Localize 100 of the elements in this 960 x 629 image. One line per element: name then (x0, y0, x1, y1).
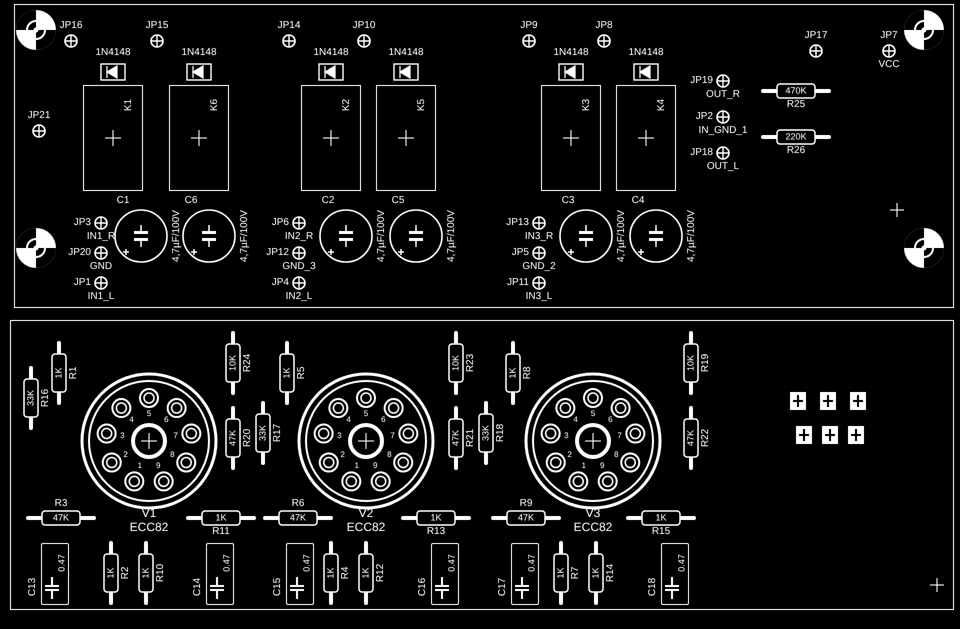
component-label: R20 (243, 428, 253, 448)
pin-number: 3 (120, 432, 125, 440)
value-label: 47K (228, 430, 238, 446)
component-label: R3 (54, 499, 68, 509)
value-label: 47K (53, 514, 69, 522)
pad-label: JP10 (352, 21, 376, 31)
net-label: GND_2 (522, 262, 556, 272)
component-label: R21 (466, 428, 476, 448)
value-label: 0.47 (528, 554, 536, 572)
pin-number: 1 (582, 462, 586, 470)
tube-label: V2 (358, 507, 374, 519)
pin-number: 8 (170, 450, 175, 458)
value-label: 47K (452, 430, 460, 446)
value-label: 4,7µF/100V (240, 210, 250, 262)
net-label: OUT_R (706, 90, 740, 100)
pad-label: JP14 (278, 21, 300, 31)
value-label: 220K (785, 132, 807, 142)
component-label: R4 (341, 566, 351, 580)
pad-label: JP16 (60, 21, 82, 31)
pad-label: JP7 (880, 31, 898, 41)
pin-number: 5 (146, 410, 152, 418)
value-label: 1K (430, 514, 442, 522)
net-label: IN1_R (86, 232, 116, 242)
pad-label: JP15 (146, 21, 168, 31)
pin-number: 5 (364, 410, 368, 418)
component-label: R25 (786, 100, 806, 110)
value-label: 10K (228, 355, 238, 371)
pad-label: JP20 (68, 248, 91, 258)
component-label: R18 (496, 424, 506, 442)
pin-number: 8 (387, 450, 392, 458)
component-label: R14 (606, 564, 616, 582)
diode-label: 1N4148 (313, 48, 349, 58)
component-label: K3 (582, 98, 592, 112)
value-label: 47K (686, 430, 696, 446)
value-label: 470K (785, 86, 807, 96)
pin-number: 5 (590, 410, 596, 418)
pin-number: 2 (123, 450, 128, 458)
net-label: IN_GND_1 (698, 126, 748, 136)
value-label: 1K (54, 368, 64, 378)
component-label: C15 (273, 578, 283, 596)
value-label: 10K (452, 355, 460, 371)
tube-label: ECC82 (574, 521, 612, 533)
component-label: C13 (28, 578, 38, 596)
pad-label: JP1 (74, 278, 91, 288)
value-label: 1K (556, 568, 566, 578)
component-label: R17 (273, 424, 283, 442)
component-label: R8 (523, 366, 533, 380)
circuit-board (10, 320, 954, 610)
pad-label: JP4 (272, 278, 289, 288)
component-label: R10 (156, 564, 166, 582)
value-label: 33K (258, 425, 268, 441)
diode-label: 1N4148 (95, 48, 131, 58)
value-label: 1K (656, 514, 666, 522)
value-label: 47K (518, 514, 534, 522)
component-label: R11 (212, 527, 230, 537)
component-label: C14 (193, 578, 203, 596)
component-label: K1 (124, 98, 134, 112)
component-label: R13 (426, 527, 446, 537)
pad-label: JP3 (74, 218, 91, 228)
component-label: R15 (652, 527, 670, 537)
component-label: R7 (571, 566, 581, 580)
value-label: 1K (508, 368, 518, 378)
value-label: 1K (142, 568, 150, 578)
pin-number: 7 (390, 432, 395, 440)
component-label: R24 (243, 354, 253, 372)
circuit-board (14, 4, 954, 308)
pin-number: 7 (617, 432, 622, 440)
pad-label: JP12 (266, 248, 289, 258)
component-label: C17 (498, 578, 508, 596)
component-label: C6 (184, 196, 198, 206)
value-label: 33K (26, 390, 36, 406)
pin-number: 9 (373, 462, 378, 470)
component-label: R1 (69, 366, 79, 380)
pin-number: 3 (337, 432, 342, 440)
pin-number: 8 (614, 450, 619, 458)
tube-label: ECC82 (346, 521, 386, 533)
pin-number: 1 (138, 462, 142, 470)
value-label: 4,7µF/100V (617, 210, 627, 262)
value-label: 1K (362, 568, 370, 578)
value-label: 47K (290, 514, 306, 522)
net-label: IN3_L (526, 292, 552, 302)
pin-number: 6 (608, 416, 613, 424)
component-label: R5 (297, 366, 307, 380)
pad-label: JP11 (506, 278, 529, 288)
net-label: IN2_R (284, 232, 314, 242)
diode-label: 1N4148 (181, 48, 217, 58)
component-label: R22 (701, 428, 711, 448)
net-label: VCC (878, 60, 900, 70)
component-label: R26 (786, 146, 806, 156)
value-label: 1K (326, 568, 336, 578)
value-label: 0.47 (58, 554, 66, 572)
net-label: IN2_L (286, 292, 312, 302)
pad-label: JP8 (595, 21, 613, 31)
pad-label: JP13 (506, 218, 529, 228)
pin-number: 1 (354, 462, 359, 470)
net-label: IN3_R (524, 232, 554, 242)
value-label: 0.47 (678, 554, 686, 572)
pad-label: JP18 (690, 148, 713, 158)
pad-label: JP2 (696, 112, 713, 122)
component-label: C4 (632, 196, 644, 206)
